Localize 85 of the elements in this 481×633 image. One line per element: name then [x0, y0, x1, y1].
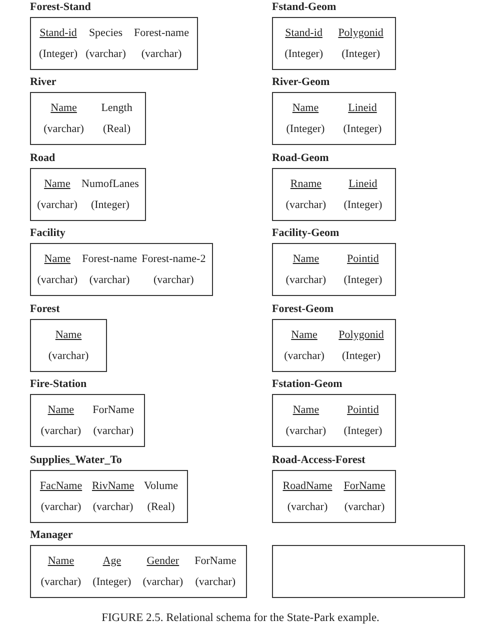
column-type: (varchar)	[40, 576, 82, 588]
column-name: Polygonid	[338, 26, 384, 39]
column-name: Forest-name-2	[142, 252, 206, 265]
column-type: (varchar)	[48, 350, 89, 362]
column-name: Volume	[144, 480, 178, 492]
column-type: (varchar)	[86, 48, 126, 60]
column-type: (Integer)	[342, 350, 380, 362]
table-title: Manager	[30, 529, 73, 541]
column-name: Name	[44, 178, 70, 190]
column-name: Gender	[146, 554, 180, 567]
column-type: (Integer)	[284, 48, 324, 60]
column-name: Forest-name	[82, 252, 138, 265]
table-title: Supplies_Water_To	[30, 454, 122, 466]
column-type: (varchar)	[154, 274, 194, 286]
column-type: (Integer)	[344, 199, 382, 212]
column-type: (varchar)	[44, 123, 84, 136]
column-type: (Integer)	[344, 274, 382, 286]
column-name: Name	[55, 328, 82, 341]
column-type: (varchar)	[286, 199, 326, 212]
column-name: ForName	[92, 404, 134, 416]
column-type: (varchar)	[284, 350, 324, 362]
table-title: Road	[30, 152, 56, 164]
column-name: ForName	[344, 480, 386, 492]
column-name: Length	[101, 102, 132, 114]
table-title: Road-Access-Forest	[272, 454, 366, 466]
column-name: Name	[292, 252, 320, 265]
column-name: Forest-name	[134, 26, 189, 39]
column-name: Stand-id	[285, 26, 322, 39]
column-name: Pointid	[347, 404, 379, 416]
column-type: (varchar)	[37, 199, 78, 212]
column-name: Lineid	[348, 102, 377, 114]
column-name: NumofLanes	[82, 178, 139, 190]
column-type: (varchar)	[37, 274, 78, 286]
column-type: (varchar)	[141, 48, 182, 60]
column-type: (varchar)	[195, 576, 236, 588]
column-name: Species	[88, 26, 123, 39]
column-name: Name	[292, 102, 319, 114]
column-name: RivName	[92, 480, 134, 492]
column-type: (varchar)	[40, 425, 82, 438]
column-name: Polygonid	[338, 328, 384, 341]
column-type: (Integer)	[92, 576, 132, 588]
column-type: (Real)	[147, 501, 175, 514]
column-type: (Integer)	[342, 48, 380, 60]
column-type: (varchar)	[40, 501, 82, 514]
column-name: Age	[102, 554, 122, 567]
table-title: Fstation-Geom	[272, 378, 342, 390]
column-type: (varchar)	[92, 501, 134, 514]
column-type: (varchar)	[93, 425, 134, 438]
table-title: River-Geom	[272, 76, 330, 88]
empty-box	[272, 545, 465, 598]
column-type: (varchar)	[142, 576, 184, 588]
column-type: (Integer)	[90, 199, 130, 212]
column-name: Pointid	[347, 252, 379, 265]
column-name: Name	[50, 102, 77, 114]
table-title: Facility	[30, 227, 66, 239]
column-type: (Integer)	[286, 123, 325, 136]
column-name: ForName	[194, 554, 236, 567]
column-type: (Integer)	[344, 425, 382, 438]
column-name: FacName	[40, 480, 82, 492]
figure-caption: FIGURE 2.5. Relational schema for the State-Park example.	[100, 612, 380, 624]
column-type: (Real)	[103, 123, 131, 136]
table-title: Facility-Geom	[272, 227, 340, 239]
column-type: (varchar)	[287, 501, 328, 514]
column-type: (varchar)	[344, 501, 385, 514]
column-name: Stand-id	[40, 26, 77, 39]
column-name: Name	[48, 404, 74, 416]
table-title: Forest-Stand	[30, 1, 91, 13]
table-title: Fire-Station	[30, 378, 87, 390]
column-name: Name	[44, 252, 71, 265]
column-type: (varchar)	[89, 274, 130, 286]
table-title: River	[30, 76, 56, 88]
column-name: Name	[48, 554, 74, 567]
column-name: RoadName	[282, 480, 332, 492]
column-name: Rname	[290, 178, 322, 190]
table-title: Forest	[30, 303, 60, 315]
column-type: (Integer)	[343, 123, 382, 136]
column-name: Name	[291, 328, 318, 341]
column-type: (Integer)	[39, 48, 78, 60]
table-title: Forest-Geom	[272, 303, 334, 315]
column-name: Lineid	[348, 178, 378, 190]
column-type: (varchar)	[286, 274, 326, 286]
column-type: (varchar)	[286, 425, 326, 438]
column-name: Name	[292, 404, 320, 416]
table-title: Fstand-Geom	[272, 1, 336, 13]
table-title: Road-Geom	[272, 152, 329, 164]
